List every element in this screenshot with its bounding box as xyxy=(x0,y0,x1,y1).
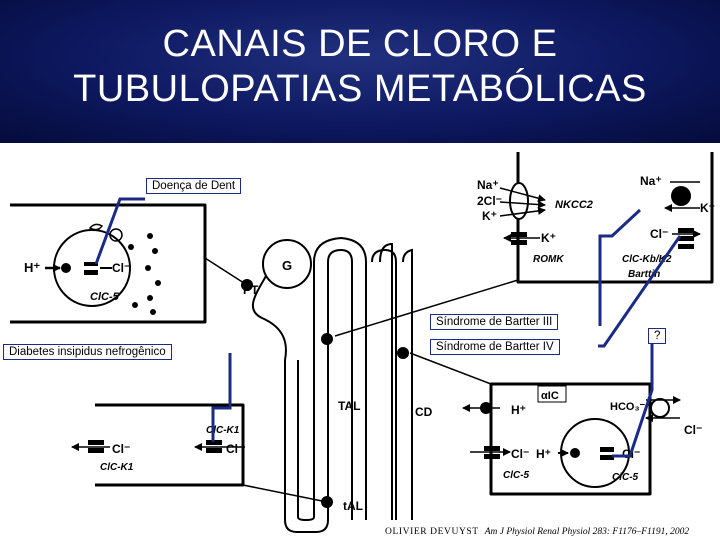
slide-title: CANAIS DE CLORO E TUBULOPATIAS METABÓLIC… xyxy=(0,22,720,112)
tal-barttin-label: Barttin xyxy=(628,269,660,280)
pt-cl-label: Cl⁻ xyxy=(112,261,130,275)
title-line-2: TUBULOPATIAS METABÓLICAS xyxy=(73,68,647,110)
cd-clc5-a-label: ClC-5 xyxy=(503,470,530,481)
tal-thin-cl1-label: Cl⁻ xyxy=(112,442,130,456)
tal-na-label: Na⁺ xyxy=(477,178,499,192)
tal-na-right-label: Na⁺ xyxy=(640,174,662,188)
callout-bartter-iv: Síndrome de Bartter IV xyxy=(430,339,560,355)
nephron-cd-label: CD xyxy=(415,405,433,419)
tal-k-label: K⁺ xyxy=(482,209,497,223)
tal-cl-right-label: Cl⁻ xyxy=(650,227,668,241)
pt-cell xyxy=(10,203,207,324)
cd-hco3-label: HCO₃⁻ xyxy=(610,401,646,413)
nephron-pt-label: PT xyxy=(243,283,259,297)
tal-thin-cl2-label: Cl⁻ xyxy=(226,442,244,456)
nephron-tubule xyxy=(241,236,413,533)
tal-nkcc2-label: NKCC2 xyxy=(555,199,593,211)
cd-h2-label: H⁺ xyxy=(536,447,551,461)
tal-cell xyxy=(499,152,714,284)
footer-author: OLIVIER DEVUYST xyxy=(385,527,479,537)
tal-thin-cell xyxy=(71,403,245,487)
title-line-1: CANAIS DE CLORO E xyxy=(162,23,558,65)
tal-k-right-label: K⁺ xyxy=(700,201,715,215)
callout-bartter-iii: Síndrome de Bartter III xyxy=(430,314,559,330)
callout-unknown: ? xyxy=(648,328,667,344)
nephron-tal-thin-label: tAL xyxy=(343,499,363,513)
nephron-g-label: G xyxy=(282,258,292,273)
cd-cl-left-label: Cl⁻ xyxy=(511,447,529,461)
nephron-tal-label: TAL xyxy=(338,399,360,413)
cd-h-label: H⁺ xyxy=(511,403,526,417)
cd-alpha-ic-label: αIC xyxy=(541,390,559,402)
tal-clckb-label: ClC-Kb/K2 xyxy=(622,254,672,265)
footer-citation: Am J Physiol Renal Physiol 283: F1176–F1… xyxy=(484,527,690,537)
connector-lines xyxy=(204,257,519,503)
cd-cl-out-label: Cl⁻ xyxy=(684,423,702,437)
tal-thin-clck1-b: ClC-K1 xyxy=(206,425,240,436)
pt-h-label: H⁺ xyxy=(24,260,40,275)
tal-2cl-label: 2Cl⁻ xyxy=(477,194,502,208)
cd-clc5-b-label: ClC-5 xyxy=(612,472,639,483)
tal-romk-label: ROMK xyxy=(533,254,564,265)
nephron-diagram: H⁺ Cl⁻ ClC-5 Na⁺ 2Cl⁻ K⁺ NKCC2 K⁺ ROMK N… xyxy=(0,143,720,540)
callout-dent: Doença de Dent xyxy=(146,178,242,194)
tal-k2-label: K⁺ xyxy=(541,231,556,245)
cd-cell xyxy=(462,382,681,496)
title-banner: CANAIS DE CLORO E TUBULOPATIAS METABÓLIC… xyxy=(0,0,720,143)
callout-diabetes: Diabetes insipidus nefrogênico xyxy=(3,344,172,360)
callout-pointers xyxy=(94,197,682,458)
pt-clc5-label: ClC-5 xyxy=(90,291,120,303)
tal-thin-clck1-a: ClC-K1 xyxy=(100,462,134,473)
citation-footer: OLIVIER DEVUYST Am J Physiol Renal Physio… xyxy=(385,527,720,540)
